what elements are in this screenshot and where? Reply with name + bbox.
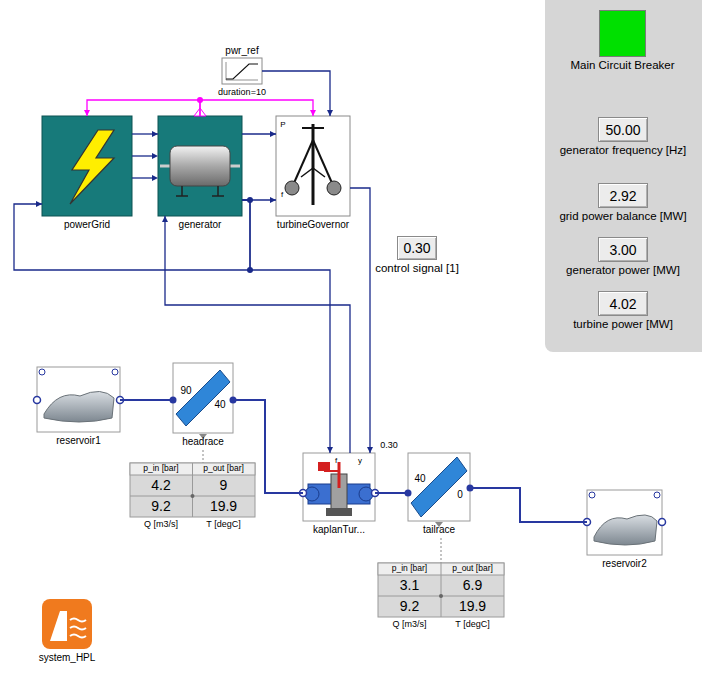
table-header: p_in [bar] (392, 564, 427, 574)
ramp-source-symbol (222, 58, 262, 84)
value-text: 50.00 (605, 121, 640, 137)
table-footer: T [degC] (206, 519, 240, 529)
value-display: 4.02turbine power [MW] (598, 291, 648, 316)
pin-name: f (281, 190, 283, 199)
reservoir-block: reservoir1 (37, 367, 120, 432)
power-grid-symbol (42, 116, 132, 216)
value-text: 0.30 (403, 240, 430, 256)
block-label: reservoir1 (56, 435, 100, 447)
block-label: duration=10 (218, 87, 266, 97)
table-cell: 19.9 (459, 598, 486, 614)
block-label: turbine power [MW] (573, 318, 673, 331)
governor-symbol (276, 116, 350, 216)
value-display: 50.00generator frequency [Hz] (598, 117, 648, 142)
port-value: 0 (457, 489, 463, 501)
pipe-block: 9040headrace (173, 363, 233, 433)
governor-block: turbineGovernor (276, 116, 350, 216)
block-label: generator frequency [Hz] (560, 144, 687, 157)
pipe-block: 400tailrace (408, 453, 470, 521)
turbine-block: kaplanTur...0.30 (303, 453, 375, 521)
reservoir-symbol (34, 367, 124, 432)
block-label: turbineGovernor (277, 219, 349, 231)
breaker-lamp: Main Circuit Breaker (599, 10, 646, 57)
block-label: pwr_ref (225, 45, 258, 57)
kaplan-turbine-symbol (300, 453, 379, 521)
pipe-symbol (405, 453, 474, 563)
block-label: generator (179, 219, 222, 231)
control-signal (165, 216, 350, 453)
block-label: generator power [MW] (566, 264, 680, 277)
block-label: tailrace (423, 524, 455, 536)
reservoir-symbol (584, 490, 666, 555)
table-cell: 6.9 (463, 577, 482, 593)
table-cell: 9.2 (151, 498, 170, 514)
display-panel (545, 0, 702, 352)
table-cell: 3.1 (400, 577, 419, 593)
system-icon-block: system_HPL (42, 599, 92, 649)
water-pipe (375, 492, 408, 494)
generator-block: generator (158, 116, 242, 216)
table-header: p_out [bar] (452, 564, 493, 574)
block-label: system_HPL (39, 652, 96, 664)
block-label: grid power balance [MW] (559, 210, 686, 223)
result-table (378, 563, 504, 617)
table-header: p_in [bar] (143, 464, 178, 474)
result-table (130, 463, 255, 517)
control-signal (350, 188, 370, 453)
port-value: 90 (180, 385, 191, 397)
water-pipe (233, 400, 303, 493)
value-text: 3.00 (609, 241, 636, 257)
value-text: 2.92 (609, 187, 636, 203)
pin-name: f (335, 456, 337, 465)
block-label: Main Circuit Breaker (570, 59, 674, 72)
pin-name: P (280, 120, 285, 129)
reservoir-block: reservoir2 (587, 490, 662, 555)
block-label: reservoir2 (602, 558, 646, 570)
table-cell: 4.2 (151, 477, 170, 493)
table-footer: Q [m3/s] (144, 519, 178, 529)
status-signal (87, 100, 200, 116)
table-footer: Q [m3/s] (392, 619, 426, 629)
table-cell: 9.2 (400, 598, 419, 614)
value-display: 3.00generator power [MW] (598, 237, 648, 262)
system-icon (42, 599, 92, 649)
water-pipe (470, 488, 587, 522)
port-value: 40 (214, 399, 225, 411)
signal-wire (132, 153, 253, 273)
table-cell: 9 (220, 477, 228, 493)
block-label: powerGrid (64, 219, 110, 231)
value-text: 4.02 (609, 295, 636, 311)
block-label: kaplanTur... (313, 524, 365, 536)
table-header: p_out [bar] (203, 464, 244, 474)
pin-name: y (358, 456, 362, 465)
pipe-symbol (170, 363, 237, 463)
port-value: 40 (414, 473, 425, 485)
block-label: control signal [1] (375, 262, 459, 275)
control-signal (242, 133, 276, 134)
port-value: 0.30 (380, 440, 398, 450)
control-signal (132, 133, 158, 134)
value-display: 2.92grid power balance [MW] (598, 183, 648, 208)
ramp-block: pwr_refduration=10 (222, 58, 262, 84)
water-pipe (120, 399, 173, 401)
table-footer: T [degC] (455, 619, 489, 629)
status-signal (200, 100, 313, 116)
control-signal (262, 71, 330, 116)
control-signal (242, 200, 330, 453)
value-display: 0.30control signal [1] (397, 236, 437, 260)
generator-symbol (158, 108, 242, 216)
block-label: headrace (182, 436, 224, 448)
power-grid-block: powerGrid (42, 116, 132, 216)
table-cell: 19.9 (210, 498, 237, 514)
control-signal (14, 200, 250, 270)
